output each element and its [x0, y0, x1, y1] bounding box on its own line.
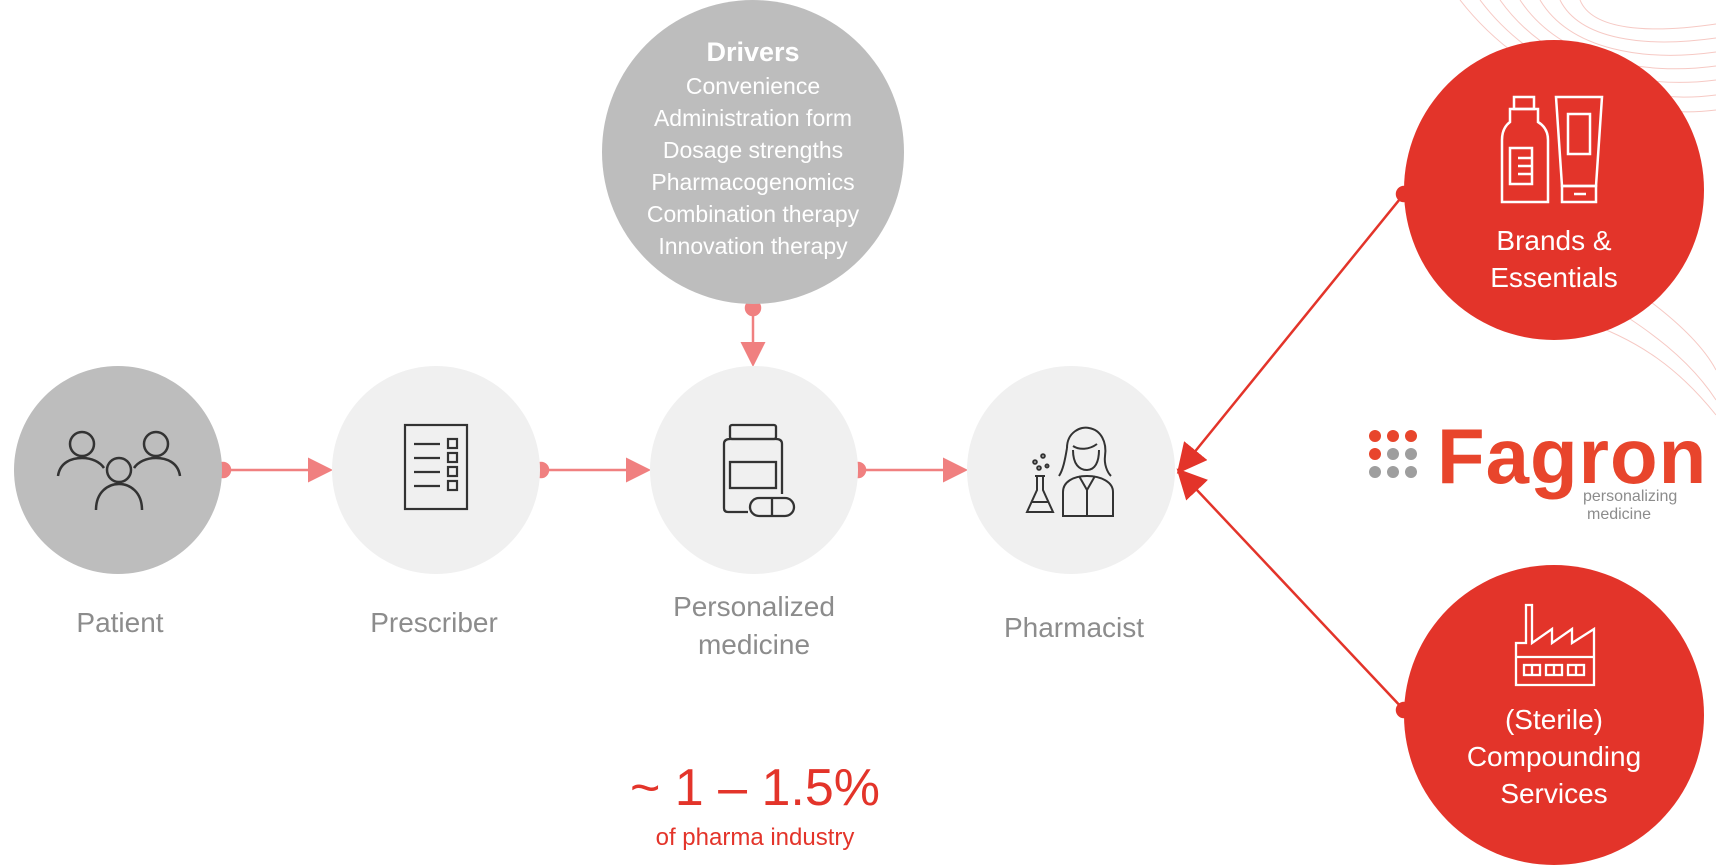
personalized-label-line2: medicine — [697, 629, 811, 660]
logo-tagline: personalizing medicine — [1583, 488, 1677, 524]
pharmacist-circle — [967, 366, 1175, 574]
driver-item: Convenience — [685, 73, 821, 99]
personalized-label-line1: Personalized — [673, 591, 835, 622]
driver-item: Innovation therapy — [658, 233, 848, 259]
driver-item: Combination therapy — [646, 201, 860, 227]
sterile-compounding-circle: (Sterile) Compounding Services — [1404, 565, 1704, 865]
personalized-medicine-circle — [650, 366, 858, 574]
logo-tagline-line1: personalizing — [1583, 488, 1678, 505]
drivers-circle: Drivers Convenience Administration form … — [602, 0, 904, 304]
sterile-compounding-text: (Sterile) Compounding Services — [1404, 701, 1704, 812]
sterile-line2: Compounding — [1466, 741, 1642, 772]
bottles-icon — [1500, 95, 1604, 204]
patient-label: Patient — [76, 607, 164, 638]
brands-essentials-text: Brands & Essentials — [1404, 222, 1704, 296]
driver-item: Administration form — [653, 105, 853, 131]
personalized-medicine-label: Personalized medicine — [644, 588, 864, 664]
connector-brands-pharmacist — [1176, 193, 1405, 474]
logo-wordmark: Fagron — [1437, 412, 1708, 500]
medicine-bottle-icon — [722, 423, 796, 518]
sterile-line3: Services — [1500, 778, 1608, 809]
brands-essentials-circle: Brands & Essentials — [1404, 40, 1704, 340]
connector-sterile-pharmacist — [1176, 468, 1405, 711]
drivers-title: Drivers — [706, 37, 800, 67]
pharmacist-label: Pharmacist — [1003, 612, 1145, 643]
checklist-icon — [403, 423, 469, 511]
brands-line1: Brands & — [1496, 225, 1612, 256]
driver-item: Pharmacogenomics — [651, 169, 855, 195]
people-icon — [56, 430, 182, 511]
logo-tagline-line2: medicine — [1587, 506, 1652, 523]
patient-circle — [14, 366, 222, 574]
prescriber-label: Prescriber — [370, 607, 498, 638]
factory-icon — [1514, 603, 1596, 687]
prescriber-circle — [332, 366, 540, 574]
sterile-line1: (Sterile) — [1504, 704, 1603, 735]
brands-line2: Essentials — [1490, 262, 1618, 293]
decorative-swirl — [1459, 0, 1716, 416]
market-share-value: ~ 1 – 1.5% — [629, 759, 881, 817]
market-share-caption: of pharma industry — [655, 824, 855, 851]
driver-item: Dosage strengths — [662, 137, 844, 163]
pharmacist-icon — [1025, 426, 1114, 517]
fagron-logo: Fagron personalizing medicine — [1365, 412, 1716, 530]
